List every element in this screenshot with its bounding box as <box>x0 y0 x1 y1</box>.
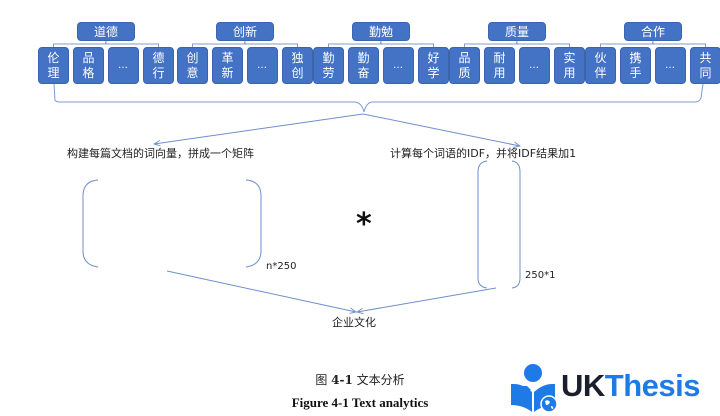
leaf-box: 耐用 <box>484 47 515 84</box>
left-matrix-dimension: n*250 <box>266 261 297 272</box>
arrow-left-to-result <box>166 270 356 312</box>
leaf-box-ellipsis: … <box>108 47 139 84</box>
leaf-box: 伙伴 <box>585 47 616 84</box>
leaf-box: 独创 <box>282 47 313 84</box>
category-box: 合作 <box>624 22 682 41</box>
leaf-box-ellipsis: … <box>519 47 550 84</box>
left-step-label: 构建每篇文档的词向量，拼成一个矩阵 <box>67 147 254 160</box>
tree-connector <box>328 43 434 47</box>
leaf-box: 德行 <box>143 47 174 84</box>
leaf-box: 勤奋 <box>348 47 379 84</box>
globe-icon <box>540 395 558 413</box>
leaf-box: 创意 <box>177 47 208 84</box>
leaf-box-ellipsis: … <box>247 47 278 84</box>
right-vector-left-bracket <box>477 160 488 289</box>
category-box: 勤勉 <box>352 22 410 41</box>
left-matrix-left-bracket <box>82 179 99 268</box>
result-label: 企业文化 <box>332 316 376 329</box>
caption-cn-prefix: 图 <box>315 373 328 387</box>
logo-wordmark: UKThesis <box>561 368 701 404</box>
left-matrix-right-bracket <box>245 179 262 268</box>
leaf-box: 携手 <box>620 47 651 84</box>
category-box: 道德 <box>77 22 135 41</box>
multiply-operator: * <box>356 207 372 242</box>
tree-connector <box>600 43 706 47</box>
right-vector-right-bracket <box>511 160 521 289</box>
group-bracket <box>53 83 704 113</box>
arrow-right-to-result <box>357 287 497 312</box>
leaf-box-ellipsis: … <box>655 47 686 84</box>
leaf-box: 伦理 <box>38 47 69 84</box>
category-box: 质量 <box>488 22 546 41</box>
leaf-box: 品质 <box>449 47 480 84</box>
leaf-box: 勤劳 <box>313 47 344 84</box>
caption-cn-number: 4-1 <box>331 373 353 387</box>
right-vector-dimension: 250*1 <box>525 270 556 281</box>
leaf-box: 品格 <box>73 47 104 84</box>
caption-chinese: 图 4-1 文本分析 <box>0 371 720 388</box>
leaf-box: 共同 <box>690 47 720 84</box>
arrow-to-right-step <box>362 113 520 146</box>
leaf-box: 实用 <box>554 47 585 84</box>
leaf-box-ellipsis: … <box>383 47 414 84</box>
ukthesis-logo: UKThesis <box>509 362 714 414</box>
tree-connector <box>464 43 570 47</box>
arrow-to-left-step <box>154 113 364 144</box>
caption-cn-title: 文本分析 <box>356 373 405 387</box>
leaf-box: 好学 <box>418 47 449 84</box>
tree-connector <box>53 43 159 47</box>
logo-uk: UK <box>561 368 605 403</box>
caption-english: Figure 4-1 Text analytics <box>291 395 429 410</box>
reader-book-icon <box>511 364 558 413</box>
logo-thesis: Thesis <box>604 368 701 403</box>
leaf-box: 革新 <box>212 47 243 84</box>
category-box: 创新 <box>216 22 274 41</box>
tree-connector <box>192 43 298 47</box>
right-step-label: 计算每个词语的IDF，并将IDF结果加1 <box>390 147 577 160</box>
